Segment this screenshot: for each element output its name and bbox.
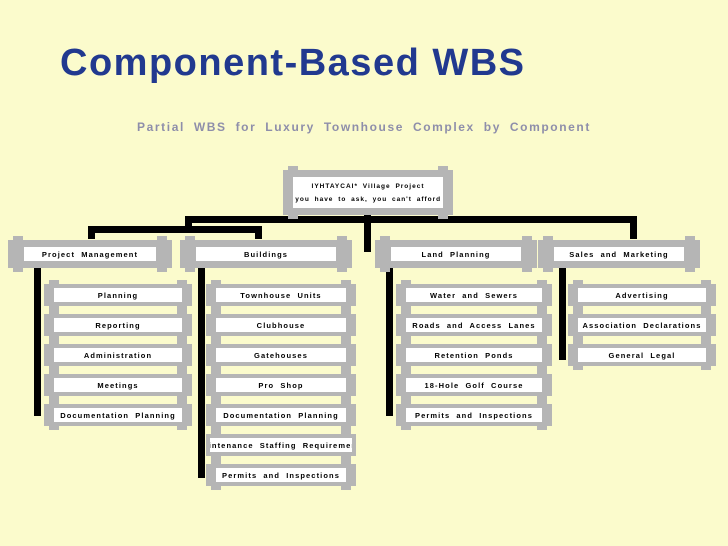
- node-label: General Legal: [578, 348, 706, 362]
- node-label: Documentation Planning: [54, 408, 182, 422]
- slide-subtitle: Partial WBS for Luxury Townhouse Complex…: [137, 120, 591, 134]
- wbs-node-general-legal: General Legal: [568, 340, 716, 370]
- root-node-title: IYHTAYCAI* Village Project: [311, 182, 425, 190]
- wbs-node-advertising: Advertising: [568, 280, 716, 310]
- node-label: Clubhouse: [216, 318, 346, 332]
- slide-title: Component-Based WBS: [60, 42, 526, 84]
- node-label: Water and Sewers: [406, 288, 542, 302]
- wbs-node-clubhouse: Clubhouse: [206, 310, 356, 340]
- node-label: Administration: [54, 348, 182, 362]
- node-label: Maintenance Staffing Requirements: [210, 438, 352, 452]
- connector-column-land: [386, 266, 393, 416]
- node-label: Meetings: [54, 378, 182, 392]
- node-label: Townhouse Units: [216, 288, 346, 302]
- root-node-label: IYHTAYCAI* Village Project *If you have …: [293, 177, 443, 208]
- node-label: Association Declarations: [578, 318, 706, 332]
- node-label: Project Management: [24, 247, 156, 261]
- connector-column-sales: [559, 268, 566, 360]
- connector-upper-horizontal: [185, 216, 637, 223]
- connector-pm-stub: [88, 231, 95, 239]
- connector-column-buildings: [198, 266, 205, 478]
- wbs-node-buildings-permits-inspections: Permits and Inspections: [206, 460, 356, 490]
- wbs-node-buildings: Buildings: [180, 236, 352, 272]
- node-label: Land Planning: [391, 247, 521, 261]
- root-node-footnote: *If you have to ask, you can't afford it…: [293, 195, 443, 203]
- wbs-node-buildings-documentation-planning: Documentation Planning: [206, 400, 356, 430]
- wbs-node-sales-marketing: Sales and Marketing: [538, 236, 700, 272]
- node-label: Gatehouses: [216, 348, 346, 362]
- wbs-node-maintenance-staffing-requirements: Maintenance Staffing Requirements: [206, 430, 356, 460]
- node-label: Roads and Access Lanes: [406, 318, 542, 332]
- wbs-node-land-planning: Land Planning: [375, 236, 537, 272]
- wbs-node-gatehouses: Gatehouses: [206, 340, 356, 370]
- node-label: Advertising: [578, 288, 706, 302]
- connector-lower-horizontal: [88, 226, 262, 233]
- connector-root-stub: [364, 212, 371, 252]
- wbs-node-root: IYHTAYCAI* Village Project *If you have …: [283, 166, 453, 219]
- wbs-node-reporting: Reporting: [44, 310, 192, 340]
- node-label: Pro Shop: [216, 378, 346, 392]
- node-label: Retention Ponds: [406, 348, 542, 362]
- wbs-node-retention-ponds: Retention Ponds: [396, 340, 552, 370]
- wbs-node-townhouse-units: Townhouse Units: [206, 280, 356, 310]
- connector-step-vertical: [185, 218, 192, 232]
- node-label: Permits and Inspections: [406, 408, 542, 422]
- node-label: Sales and Marketing: [554, 247, 684, 261]
- wbs-node-meetings: Meetings: [44, 370, 192, 400]
- node-label: Planning: [54, 288, 182, 302]
- wbs-node-land-permits-inspections: Permits and Inspections: [396, 400, 552, 430]
- wbs-node-association-declarations: Association Declarations: [568, 310, 716, 340]
- wbs-node-golf-course: 18-Hole Golf Course: [396, 370, 552, 400]
- connector-sales-stub: [630, 223, 637, 239]
- wbs-node-water-and-sewers: Water and Sewers: [396, 280, 552, 310]
- node-label: Documentation Planning: [216, 408, 346, 422]
- wbs-node-project-management: Project Management: [8, 236, 172, 272]
- wbs-node-pm-documentation-planning: Documentation Planning: [44, 400, 192, 430]
- connector-buildings-stub: [255, 231, 262, 239]
- node-label: 18-Hole Golf Course: [406, 378, 542, 392]
- wbs-node-planning: Planning: [44, 280, 192, 310]
- wbs-node-pro-shop: Pro Shop: [206, 370, 356, 400]
- node-label: Reporting: [54, 318, 182, 332]
- node-label: Permits and Inspections: [216, 468, 346, 482]
- wbs-node-roads-and-access-lanes: Roads and Access Lanes: [396, 310, 552, 340]
- connector-column-pm: [34, 266, 41, 416]
- wbs-node-administration: Administration: [44, 340, 192, 370]
- node-label: Buildings: [196, 247, 336, 261]
